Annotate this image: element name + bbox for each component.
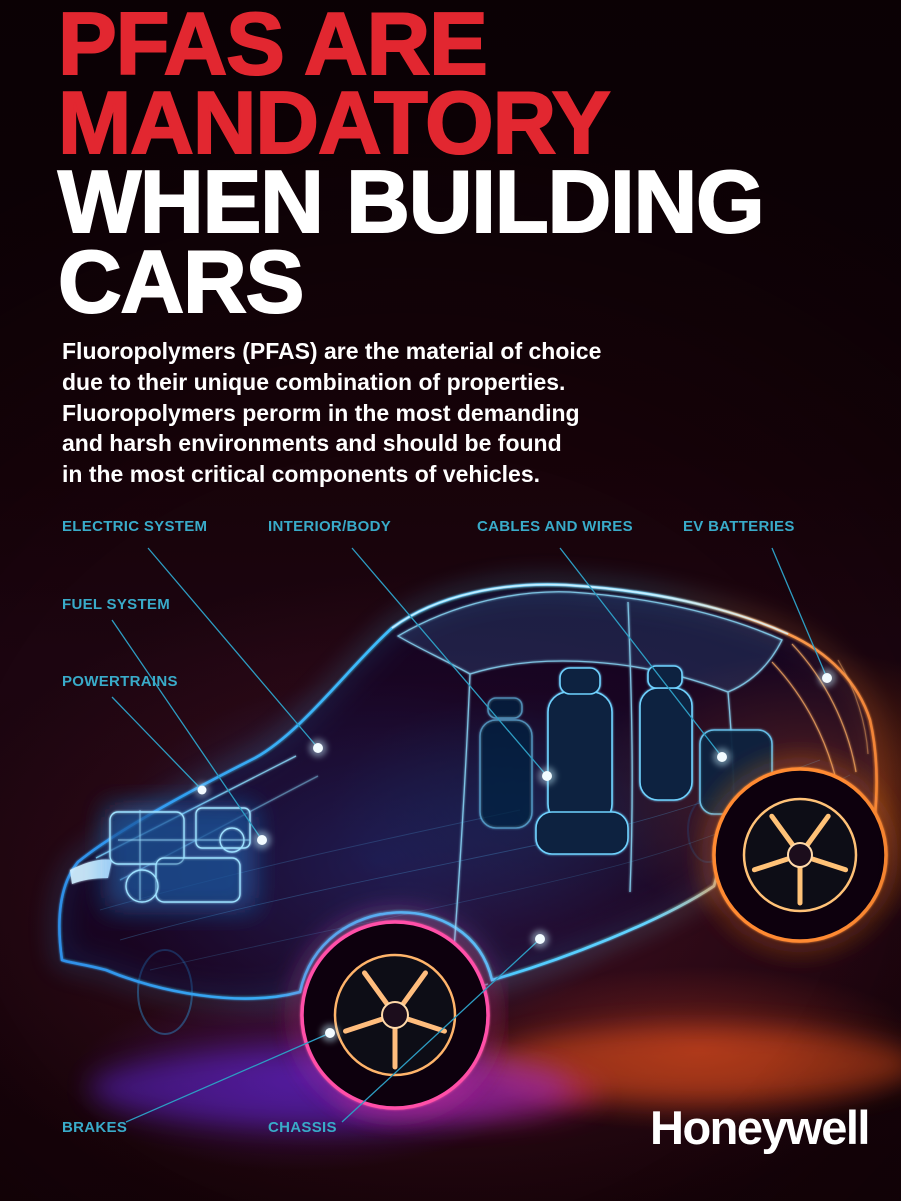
headline-line-1: PFAS ARE <box>57 0 489 93</box>
headline: PFAS ARE MANDATORY WHEN BUILDING CARS <box>57 0 766 331</box>
headline-line-3: WHEN BUILDING <box>57 152 766 252</box>
honeywell-logo: Honeywell <box>650 1101 870 1154</box>
intro-paragraph: Fluoropolymers (PFAS) are the material o… <box>62 338 602 488</box>
car-wireframe-illustration <box>54 580 901 1128</box>
label-brakes: BRAKES <box>62 1119 128 1136</box>
label-fuel-system: FUEL SYSTEM <box>62 596 171 613</box>
label-electric-system: ELECTRIC SYSTEM <box>62 518 208 535</box>
label-powertrains: POWERTRAINS <box>62 673 178 690</box>
label-ev-batteries: EV BATTERIES <box>683 518 795 535</box>
headline-line-2: MANDATORY <box>57 73 612 173</box>
label-interior-body: INTERIOR/BODY <box>268 518 392 535</box>
label-cables-and-wires: CABLES AND WIRES <box>477 518 633 535</box>
front-wheel <box>296 916 494 1114</box>
label-chassis: CHASSIS <box>268 1119 337 1136</box>
engine-cluster <box>105 805 255 910</box>
rear-wheel <box>708 763 892 947</box>
headline-line-4: CARS <box>57 231 305 331</box>
